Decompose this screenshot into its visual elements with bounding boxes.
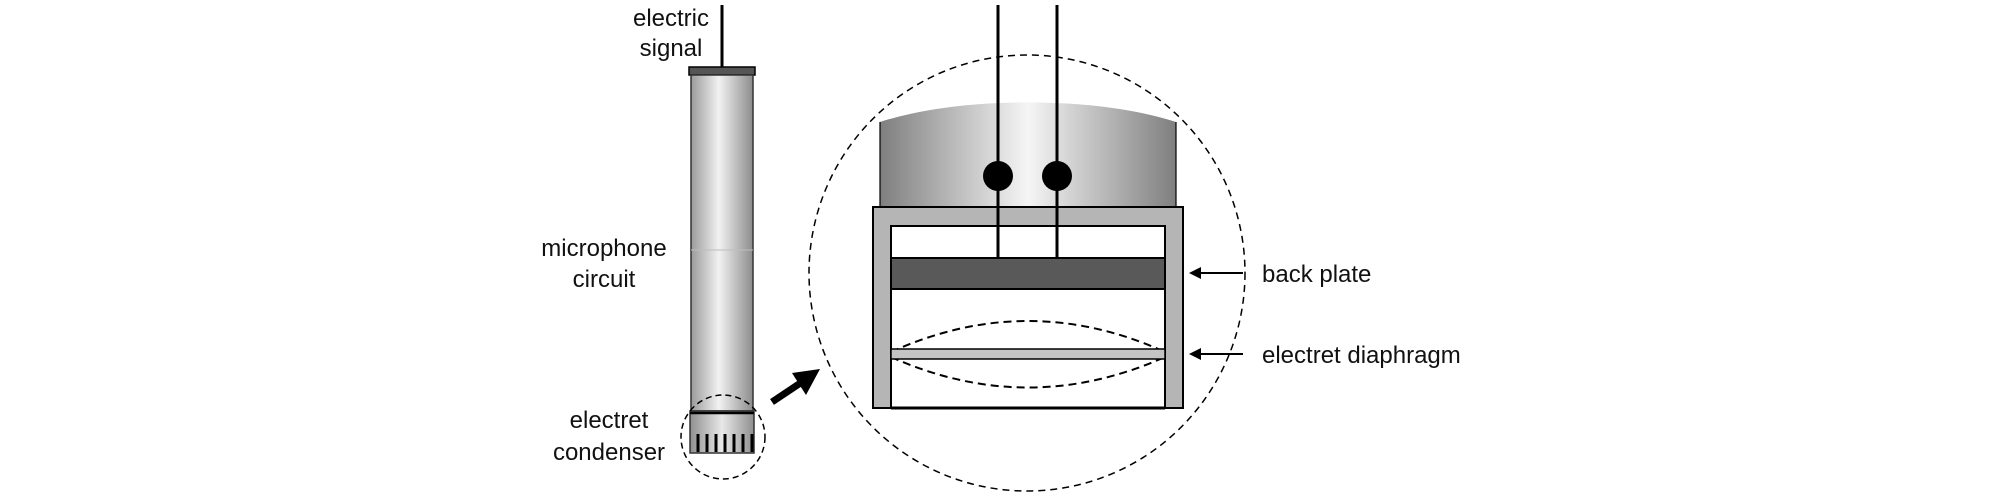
label-electric: electric — [633, 5, 709, 32]
label-electret: electret — [570, 407, 649, 434]
condenser-capsule — [689, 410, 755, 454]
zoom-circle-large — [808, 54, 1246, 492]
zoom-arrow — [770, 369, 820, 405]
label-electret-diaphragm: electret diaphragm — [1262, 342, 1461, 369]
zoom-circle-small — [680, 394, 766, 480]
solder-point-right — [1042, 161, 1072, 191]
microphone-tube — [680, 5, 766, 480]
label-back-plate: back plate — [1262, 261, 1371, 288]
tube-body — [690, 74, 754, 412]
magnified-view — [808, 5, 1246, 492]
solder-point-left — [983, 161, 1013, 191]
label-signal: signal — [640, 35, 703, 62]
back-plate — [890, 257, 1166, 290]
label-condenser: condenser — [553, 439, 665, 466]
capsule-body — [880, 102, 1176, 207]
electret-diaphragm — [890, 348, 1166, 360]
capsule-vents — [696, 434, 754, 452]
label-microphone: microphone — [541, 235, 666, 262]
tube-top-cap — [688, 66, 756, 76]
lead-wires — [996, 5, 1059, 258]
housing-interior — [890, 225, 1166, 409]
label-circuit: circuit — [573, 266, 636, 293]
